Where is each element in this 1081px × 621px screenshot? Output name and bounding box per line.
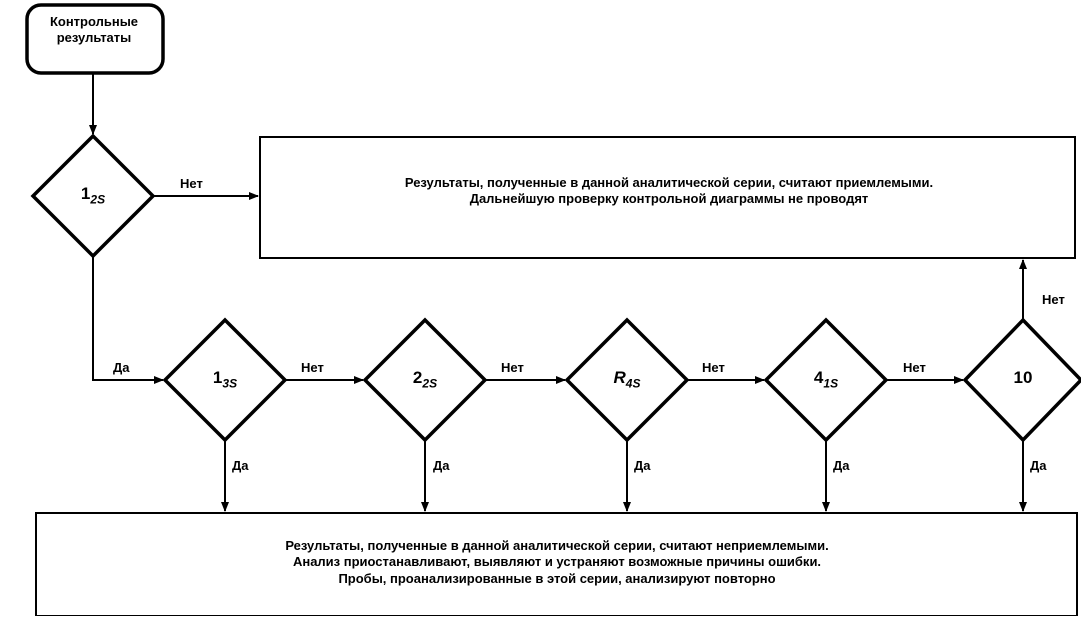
rule-main: 1	[80, 184, 91, 203]
reject-line-1: Результаты, полученные в данной аналитич…	[285, 538, 829, 553]
rule-label-10: 10	[978, 368, 1068, 388]
reject-line-3: Пробы, проанализированные в этой серии, …	[338, 570, 776, 586]
reject-line-2: Анализ приостанавливают, выявляют и устр…	[292, 554, 822, 570]
start-line-1: Контрольные	[49, 14, 139, 29]
accept-box	[259, 136, 1076, 259]
start-text: Контрольные результаты	[24, 14, 164, 47]
rule-label-1-3s: 13S	[180, 368, 270, 390]
label-no-2-2s: Нет	[501, 360, 524, 375]
rule-sub: 4S	[625, 376, 641, 391]
label-no-10: Нет	[1042, 292, 1065, 307]
accept-text: Результаты, полученные в данной аналитич…	[264, 175, 1074, 208]
rule-label-1-2s: 12S	[48, 184, 138, 206]
rule-sub: 1S	[823, 376, 839, 391]
rule-sub: 2S	[90, 192, 106, 207]
accept-line-1: Результаты, полученные в данной аналитич…	[404, 175, 934, 190]
rule-main: 10	[1013, 368, 1033, 387]
label-yes-r-4s: Да	[634, 458, 651, 473]
rule-main: R	[613, 368, 626, 387]
start-line-2: результаты	[56, 30, 132, 46]
rule-main: 2	[412, 368, 423, 387]
rule-label-r-4s: R4S	[582, 368, 672, 390]
label-yes-10: Да	[1030, 458, 1047, 473]
label-yes-1-2s: Да	[113, 360, 130, 375]
reject-box	[35, 512, 1078, 617]
label-no-1-3s: Нет	[301, 360, 324, 375]
rule-label-4-1s: 41S	[781, 368, 871, 390]
label-no-r-4s: Нет	[702, 360, 725, 375]
accept-line-2: Дальнейшую проверку контрольной диаграмм…	[469, 191, 869, 207]
label-yes-2-2s: Да	[433, 458, 450, 473]
reject-text: Результаты, полученные в данной аналитич…	[40, 538, 1074, 587]
rule-sub: 3S	[222, 376, 238, 391]
rule-label-2-2s: 22S	[380, 368, 470, 390]
arrow-1-2s-yes	[92, 256, 164, 384]
label-no-1-2s: Нет	[180, 176, 203, 191]
rule-sub: 2S	[422, 376, 438, 391]
label-yes-1-3s: Да	[232, 458, 249, 473]
start-box	[25, 3, 165, 75]
rule-main: 4	[813, 368, 824, 387]
label-yes-4-1s: Да	[833, 458, 850, 473]
label-no-4-1s: Нет	[903, 360, 926, 375]
rule-main: 1	[212, 368, 223, 387]
